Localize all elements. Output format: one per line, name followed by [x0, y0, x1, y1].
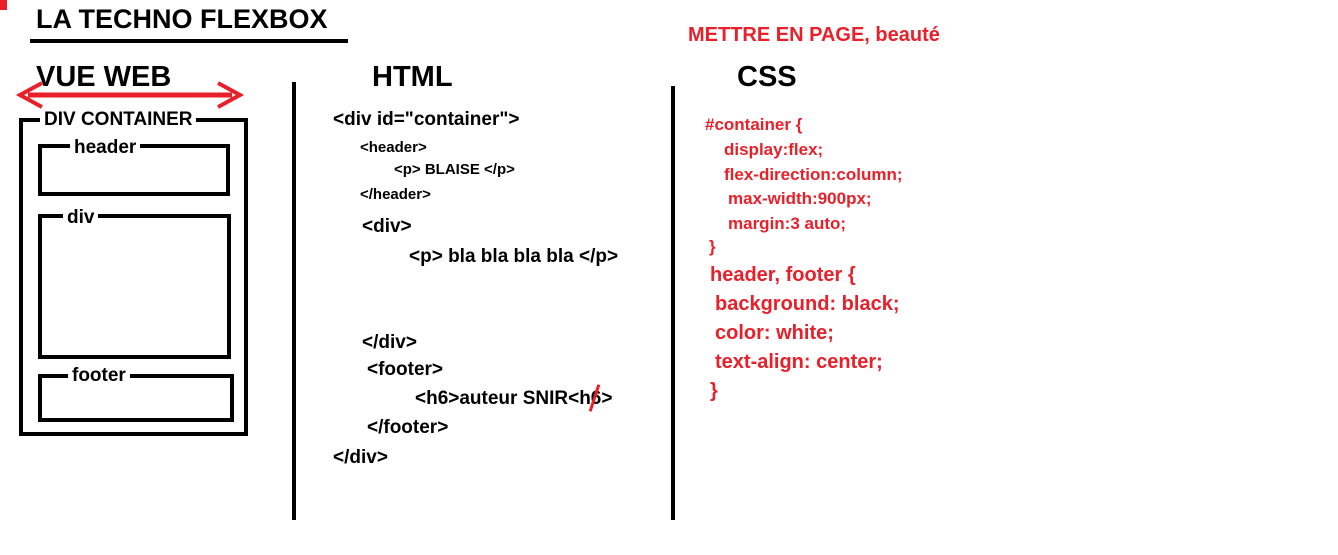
css-line: #container {	[705, 115, 803, 134]
div-container-label: DIV CONTAINER	[40, 110, 197, 129]
header-box-label: header	[70, 138, 141, 157]
footer-box-label: footer	[68, 366, 130, 385]
double-arrow-icon	[15, 81, 245, 109]
css-line: color: white;	[715, 322, 834, 344]
corner-mark	[0, 0, 7, 10]
css-line: }	[710, 380, 718, 402]
css-line: header, footer {	[710, 264, 856, 286]
css-line: flex-direction:column;	[724, 165, 903, 184]
html-line: </div>	[362, 332, 417, 353]
css-line: background: black;	[715, 293, 900, 315]
web-view-heading: VUE WEB	[36, 61, 172, 93]
css-heading: CSS	[737, 61, 797, 93]
html-line: <p> BLAISE </p>	[394, 161, 515, 178]
css-line: max-width:900px;	[728, 189, 872, 208]
html-line: </footer>	[367, 417, 449, 438]
html-line: <h6>auteur SNIR<h6>	[415, 388, 613, 409]
divider-right	[671, 86, 675, 520]
css-line: }	[709, 237, 716, 256]
html-line: <div id="container">	[333, 109, 520, 130]
page-title: LA TECHNO FLEXBOX	[36, 4, 328, 34]
css-line: text-align: center;	[715, 351, 883, 373]
div-box	[38, 214, 231, 359]
html-line: <p> bla bla bla bla </p>	[409, 246, 619, 267]
html-line: </header>	[360, 186, 431, 203]
html-line: </div>	[333, 447, 388, 468]
footer-box	[38, 374, 234, 422]
html-line: <footer>	[367, 359, 444, 380]
title-underline	[30, 39, 348, 43]
html-heading: HTML	[372, 61, 453, 93]
div-box-label: div	[63, 208, 99, 227]
css-line: display:flex;	[724, 140, 824, 159]
css-line: margin:3 auto;	[728, 214, 847, 233]
subtitle: METTRE EN PAGE, beauté	[688, 24, 940, 46]
html-line: <div>	[362, 216, 412, 237]
html-line: <header>	[360, 139, 427, 156]
divider-left	[292, 82, 296, 520]
